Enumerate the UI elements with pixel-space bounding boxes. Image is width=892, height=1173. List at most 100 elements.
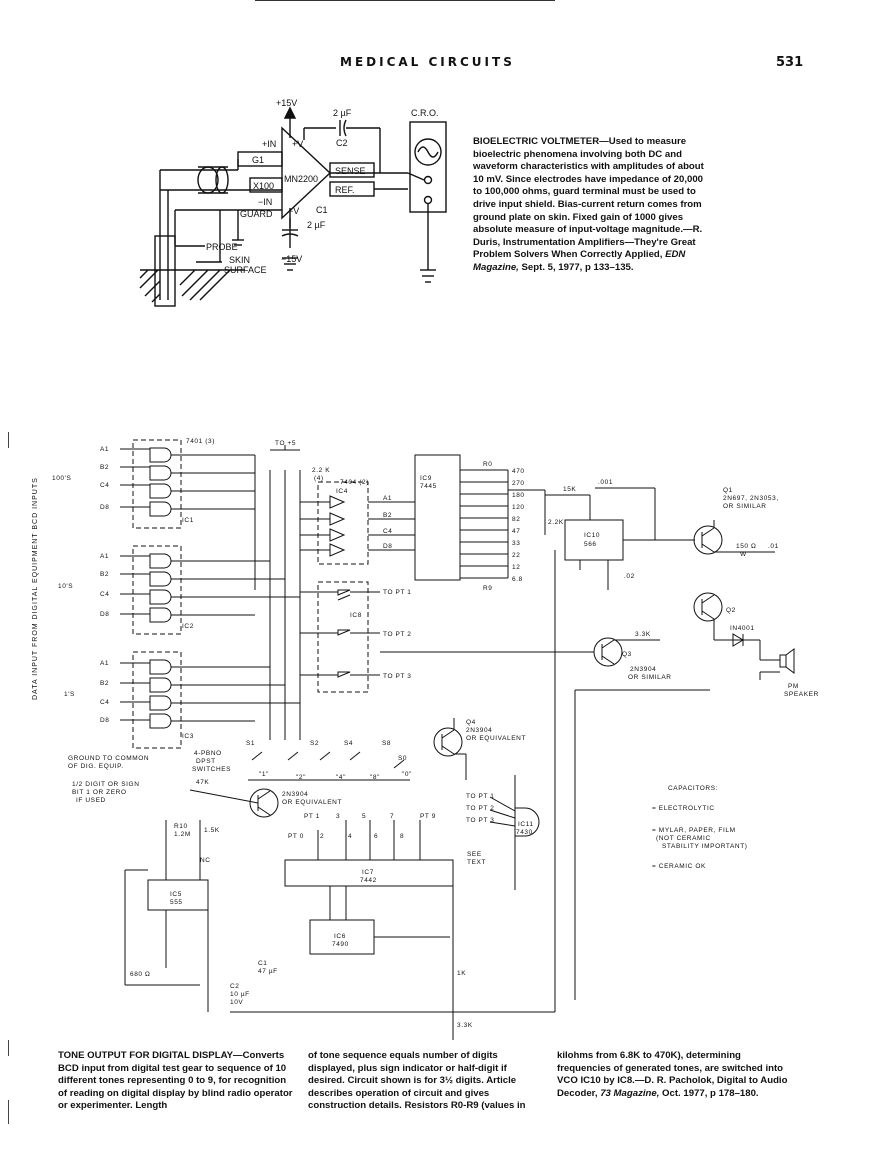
label-sw3: SWITCHES xyxy=(192,766,231,773)
label-r4: (4) xyxy=(314,475,324,482)
label-v-neg: −V xyxy=(288,206,299,216)
tone-caption-col1: TONE OUTPUT FOR DIGITAL DISPLAY—Converts… xyxy=(58,1050,293,1112)
input-a1-100: A1 xyxy=(100,446,109,453)
label-ic9a: IC9 xyxy=(420,475,432,482)
pt-label-0: PT 0 xyxy=(288,833,304,840)
bioelectric-caption-source: EDN Magazine, xyxy=(473,249,686,273)
label-1k: 1K xyxy=(457,970,466,977)
bioelectric-voltmeter-schematic xyxy=(139,106,447,307)
label-cap-mylar: = MYLAR, PAPER, FILM xyxy=(652,827,736,834)
tone-caption-col3a: kilohms from 6.8K to 470K), determining … xyxy=(557,1050,788,1099)
bioelectric-labels: +15V +IN +V 2 µF C2 C.R.O. G1 MN2200 X10… xyxy=(206,98,439,275)
label-ic4: IC4 xyxy=(336,488,348,495)
label-c2a: C2 xyxy=(230,983,240,990)
label-r9: R9 xyxy=(483,585,493,592)
label-see: SEE xyxy=(467,851,482,858)
label-c001: .001 xyxy=(598,479,613,486)
label-q2: Q2 xyxy=(726,607,736,614)
label-33k2: 3.3K xyxy=(457,1022,473,1029)
margin-mark xyxy=(8,1100,9,1124)
label-half2: BIT 1 OR ZERO xyxy=(72,789,127,796)
label-ic7a: IC7 xyxy=(362,869,374,876)
label-d1: IN4001 xyxy=(730,625,755,632)
label-cap-nc: (NOT CERAMIC xyxy=(656,835,711,842)
label-ic3: IC3 xyxy=(182,733,194,740)
label-x100: X100 xyxy=(253,181,274,191)
label-gnd2: OF DIG. EQUIP. xyxy=(68,763,124,770)
label-q1c: OR SIMILAR xyxy=(723,503,767,510)
label-spk2: SPEAKER xyxy=(784,691,819,698)
label-q5a: 2N3904 xyxy=(282,791,308,798)
resistor-r6-value: 33 xyxy=(512,540,520,547)
switch-s1: S1 xyxy=(246,740,255,747)
label-cro: C.R.O. xyxy=(411,108,439,118)
label-47k: 47K xyxy=(196,779,209,786)
label-c2val: 2 µF xyxy=(333,108,352,118)
label-w: W xyxy=(740,551,747,558)
label-r150: 150 Ω xyxy=(736,543,757,550)
running-head-title: MEDICAL CIRCUITS xyxy=(340,55,515,69)
switch-s4: S4 xyxy=(344,740,353,747)
pt-label-4: 4 xyxy=(348,833,352,840)
resistor-r5-value: 47 xyxy=(512,528,520,535)
amplifier-triangle xyxy=(281,126,332,220)
resistor-r2-value: 180 xyxy=(512,492,525,499)
input-wires xyxy=(120,448,150,721)
label-ic6b: 7490 xyxy=(332,941,349,948)
resistor-r8-value: 12 xyxy=(512,564,520,571)
label-c2: C2 xyxy=(336,138,348,148)
label-ic10a: IC10 xyxy=(584,532,600,539)
switch-value-4: "4" xyxy=(336,774,346,781)
label-c1: C1 xyxy=(316,205,328,215)
label-680: 680 Ω xyxy=(130,971,151,978)
label-cap-stab: STABILITY IMPORTANT) xyxy=(662,843,748,850)
group-10s: 10'S xyxy=(58,583,73,590)
q2-transistor xyxy=(693,592,723,622)
resistor-r3-value: 120 xyxy=(512,504,525,511)
q5-transistor xyxy=(249,788,279,818)
label-rt12: 1.2M xyxy=(174,831,191,838)
label-7404: 7404 (2) xyxy=(340,479,369,486)
right-to-pt3: TO PT 3 xyxy=(466,817,495,824)
pt-label-1: PT 1 xyxy=(304,813,320,820)
label-c01: .01 xyxy=(768,543,779,550)
label-ic6a: IC6 xyxy=(334,933,346,940)
label-15k: 15K xyxy=(563,486,576,493)
ic1-box xyxy=(132,439,182,529)
bioelectric-caption-tail: Sept. 5, 1977, p 133–135. xyxy=(518,261,634,273)
resistor-r7-value: 22 xyxy=(512,552,520,559)
switch-value-8: "8" xyxy=(370,774,380,781)
label-ic5a: IC5 xyxy=(170,891,182,898)
ic4-pin-a1: A1 xyxy=(383,495,392,502)
pt-label-6: 6 xyxy=(374,833,378,840)
nand-gates xyxy=(149,447,172,729)
label-ic10b: 566 xyxy=(584,541,597,548)
bioelectric-caption-body: —Used to measure bioelectric phenomena i… xyxy=(473,136,704,261)
label-sw1: 4-PBNO xyxy=(194,750,222,757)
q4-transistor xyxy=(433,727,463,757)
label-g1: G1 xyxy=(252,155,264,165)
right-to-pt1: TO PT 1 xyxy=(466,793,495,800)
label-in-pos: +IN xyxy=(262,139,276,149)
label-to5: TO +5 xyxy=(275,440,296,447)
label-15k2: 1.5K xyxy=(204,827,220,834)
ic4-pin-c4: C4 xyxy=(383,528,393,535)
resistor-r4-value: 82 xyxy=(512,516,520,523)
tone-caption-col3b: Oct. 1977, p 178–180. xyxy=(659,1087,759,1099)
label-7401: 7401 (3) xyxy=(186,438,215,445)
group-100s: 100'S xyxy=(52,475,71,482)
label-c2b: 10 µF xyxy=(230,991,250,998)
label-topt1: TO PT 1 xyxy=(383,589,412,596)
label-gnd1: GROUND TO COMMON xyxy=(68,755,149,762)
ic2-box xyxy=(132,545,182,635)
q3-transistor xyxy=(593,637,623,667)
label-q3: Q3 xyxy=(622,651,632,658)
right-to-pt2: TO PT 2 xyxy=(466,805,495,812)
label-half1: 1/2 DIGIT OR SIGN xyxy=(72,781,140,788)
input-c4-10: C4 xyxy=(100,591,110,598)
switch-s0: S0 xyxy=(398,755,407,762)
switch-s8: S8 xyxy=(382,740,391,747)
label-surface: SURFACE xyxy=(224,265,267,275)
q1-transistor xyxy=(693,525,723,555)
